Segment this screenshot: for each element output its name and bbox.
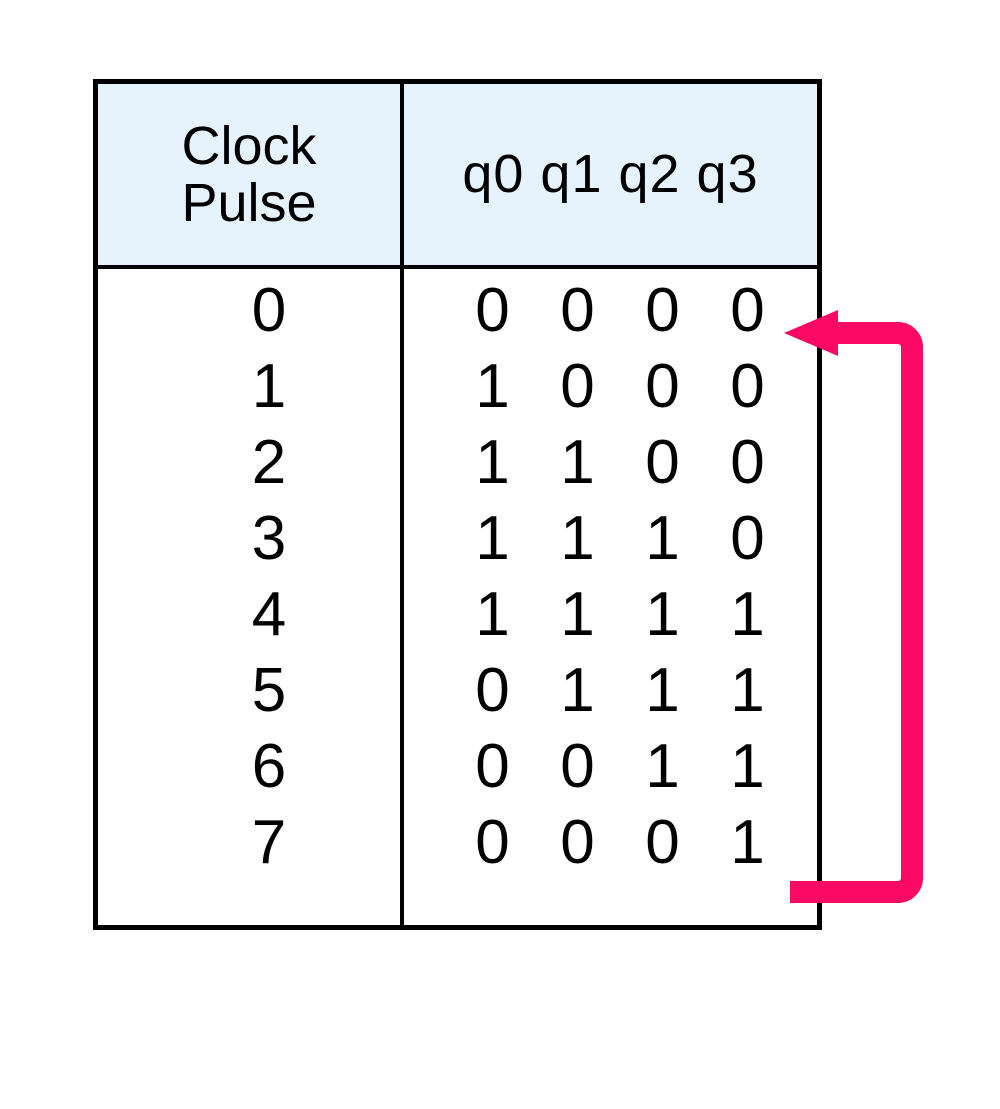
table-row: 1 0 0 0 [404, 349, 817, 425]
table-header-row: Clock Pulse q0 q1 q2 q3 [98, 84, 817, 269]
column-clock-pulse: 0 1 2 3 4 5 6 7 [98, 269, 404, 925]
column-state-bits: 0 0 0 0 1 0 0 0 1 1 0 [404, 269, 817, 925]
bit-cell: 1 [645, 580, 680, 649]
table-inner: Clock Pulse q0 q1 q2 q3 0 1 2 3 4 5 6 7 [98, 84, 817, 925]
bit-cell: 0 [645, 352, 680, 421]
table-row: 7 [251, 808, 287, 877]
table-row: 0 1 1 1 [404, 653, 817, 729]
bit-cell: 1 [645, 656, 680, 725]
bit-cell: 1 [560, 504, 595, 573]
bit-cell: 1 [475, 504, 510, 573]
header-cell-clock-pulse: Clock Pulse [98, 84, 404, 265]
table-body: 0 1 2 3 4 5 6 7 0 0 0 0 [98, 269, 817, 925]
bit-cell: 1 [645, 504, 680, 573]
header-cell-state-bits: q0 q1 q2 q3 [404, 84, 817, 265]
table-row: 0 0 0 0 [404, 273, 817, 349]
bit-cell: 1 [475, 580, 510, 649]
bit-cell: 1 [560, 580, 595, 649]
bit-cell: 0 [560, 276, 595, 345]
bit-cell: 0 [645, 276, 680, 345]
bit-cell: 0 [645, 428, 680, 497]
table-row: 0 0 0 1 [404, 805, 817, 881]
bit-cell: 1 [560, 656, 595, 725]
table-row: 4 [251, 580, 287, 649]
bit-cell: 0 [475, 656, 510, 725]
bit-cell: 1 [730, 732, 765, 801]
table-row: 2 [251, 428, 287, 497]
table-row: 1 1 1 1 [404, 577, 817, 653]
bit-cell: 1 [730, 808, 765, 877]
table-row: 6 [251, 732, 287, 801]
bit-cell: 0 [475, 276, 510, 345]
bit-cell: 0 [560, 808, 595, 877]
bit-cell: 1 [730, 580, 765, 649]
table-row: 5 [251, 656, 287, 725]
table-row: 0 0 1 1 [404, 729, 817, 805]
bit-cell: 0 [730, 428, 765, 497]
table-row: 1 1 1 0 [404, 501, 817, 577]
bit-cell: 1 [645, 732, 680, 801]
bit-cell: 0 [645, 808, 680, 877]
bit-cell: 0 [560, 732, 595, 801]
bit-cell: 0 [730, 276, 765, 345]
bit-cell: 0 [730, 352, 765, 421]
table-row: 1 [251, 352, 287, 421]
bit-cell: 0 [475, 732, 510, 801]
bit-cell: 1 [475, 352, 510, 421]
state-transition-table: Clock Pulse q0 q1 q2 q3 0 1 2 3 4 5 6 7 [93, 79, 822, 930]
bit-cell: 1 [560, 428, 595, 497]
header-label-state-bits: q0 q1 q2 q3 [462, 144, 759, 205]
header-label-clock-pulse: Clock Pulse [181, 116, 317, 233]
bit-cell: 0 [475, 808, 510, 877]
table-row: 1 1 0 0 [404, 425, 817, 501]
table-row: 3 [251, 504, 287, 573]
bit-cell: 0 [730, 504, 765, 573]
table-row: 0 [251, 276, 287, 345]
bit-cell: 0 [560, 352, 595, 421]
bit-cell: 1 [475, 428, 510, 497]
bit-cell: 1 [730, 656, 765, 725]
